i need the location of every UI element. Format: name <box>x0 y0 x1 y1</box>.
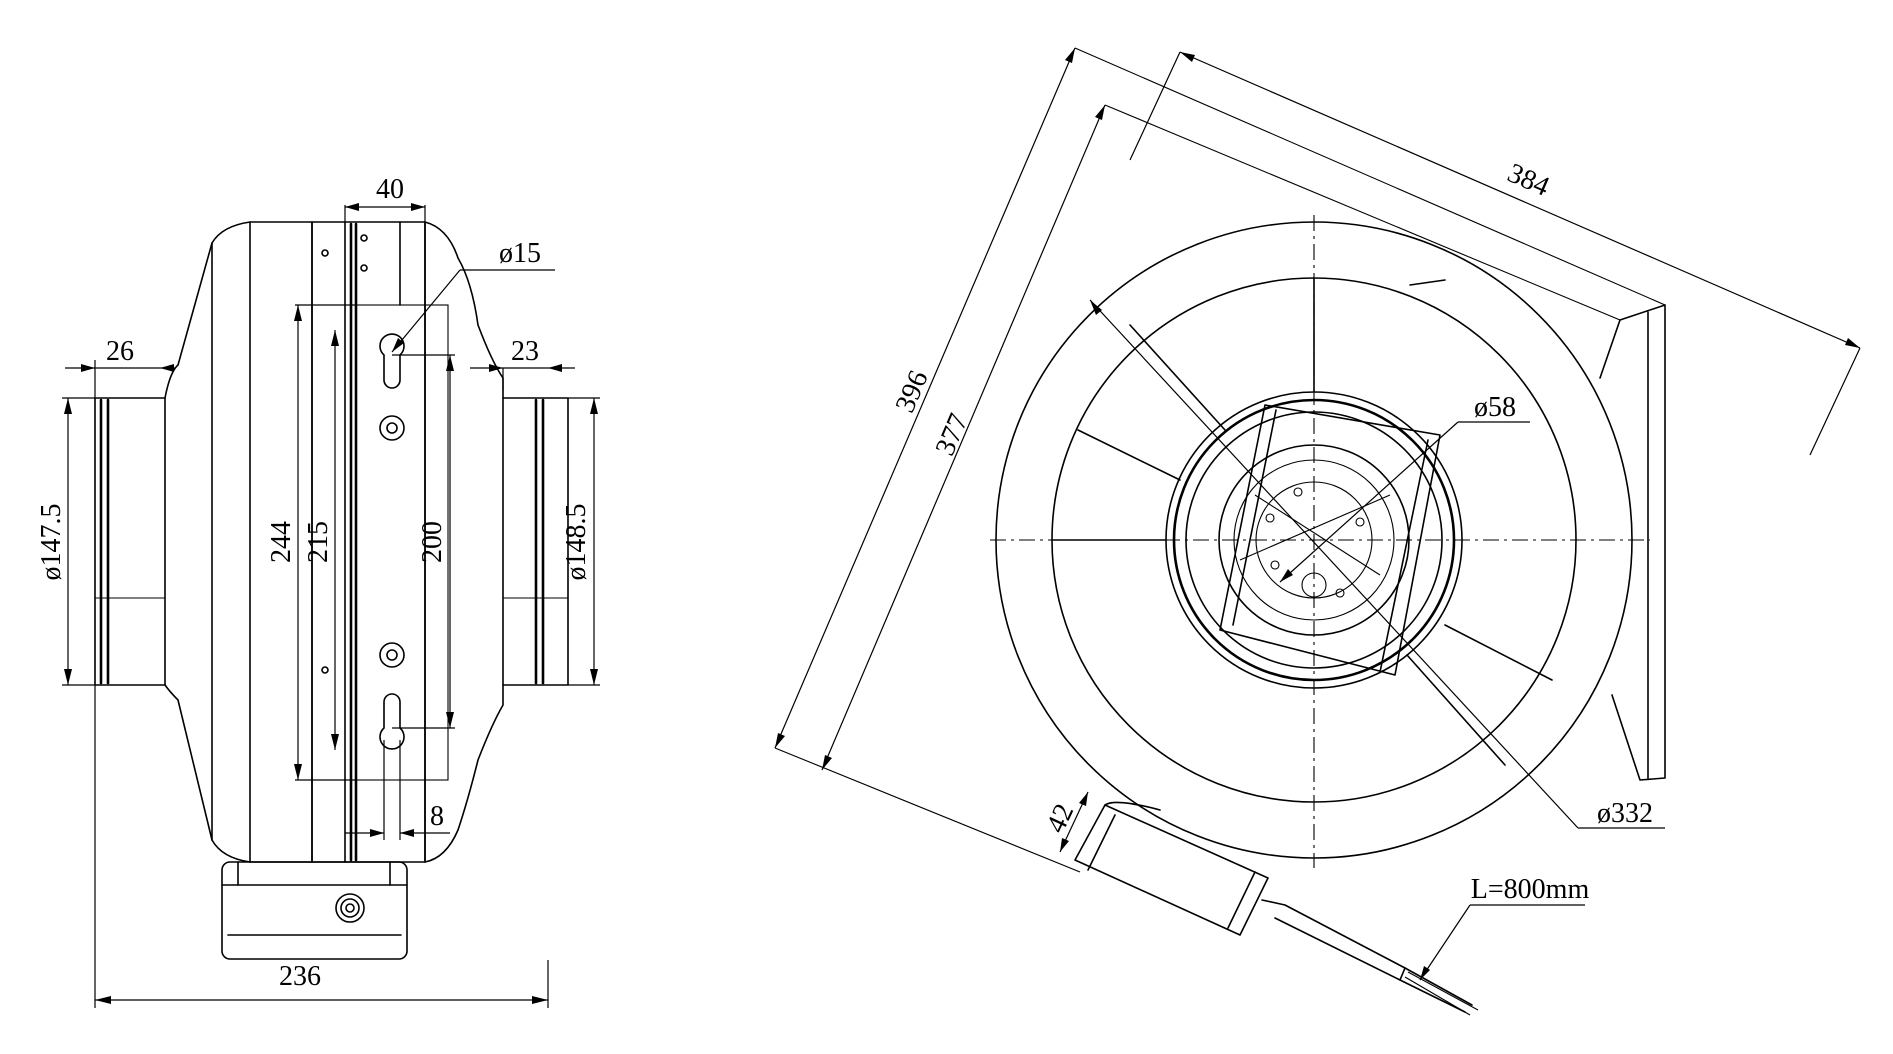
dim-236: 236 <box>279 961 321 992</box>
side-view: 236 26 23 ø147.5 ø148.5 40 ø15 244 215 2… <box>36 174 600 1008</box>
dim-23: 23 <box>511 336 539 367</box>
dim-147-5: ø147.5 <box>36 504 67 581</box>
scroll-outlet <box>1599 304 1666 781</box>
dim-332: ø332 <box>1597 798 1653 829</box>
impeller-hub-plate <box>1219 404 1441 676</box>
inlet-collar <box>94 397 166 686</box>
dim-8: 8 <box>430 801 444 832</box>
cable-length: L=800mm <box>1471 874 1590 905</box>
dim-215: 215 <box>303 521 334 563</box>
dim-58: ø58 <box>1474 392 1516 423</box>
front-terminal-box <box>1074 801 1479 1016</box>
dim-42: 42 <box>1040 799 1080 837</box>
terminal-box <box>221 861 408 960</box>
side-dimensions <box>62 203 600 1008</box>
dim-26: 26 <box>106 336 134 367</box>
dim-148-5: ø148.5 <box>561 504 592 581</box>
keyhole-slot-bottom <box>379 693 405 750</box>
mounting-bracket <box>311 221 449 863</box>
dim-377: 377 <box>930 409 975 460</box>
front-dimensions <box>774 47 1861 981</box>
dim-200: 200 <box>417 521 448 563</box>
dim-396: 396 <box>890 366 935 417</box>
keyhole-slot-top <box>379 333 405 389</box>
dim-244: 244 <box>266 521 297 563</box>
dim-40: 40 <box>376 174 404 205</box>
housing-right <box>424 221 504 863</box>
power-cable <box>1261 899 1406 981</box>
front-view: 384 396 377 ø58 ø332 42 L=800mm <box>774 47 1861 1016</box>
outlet-collar <box>502 397 569 686</box>
dim-hole-15: ø15 <box>499 238 541 269</box>
